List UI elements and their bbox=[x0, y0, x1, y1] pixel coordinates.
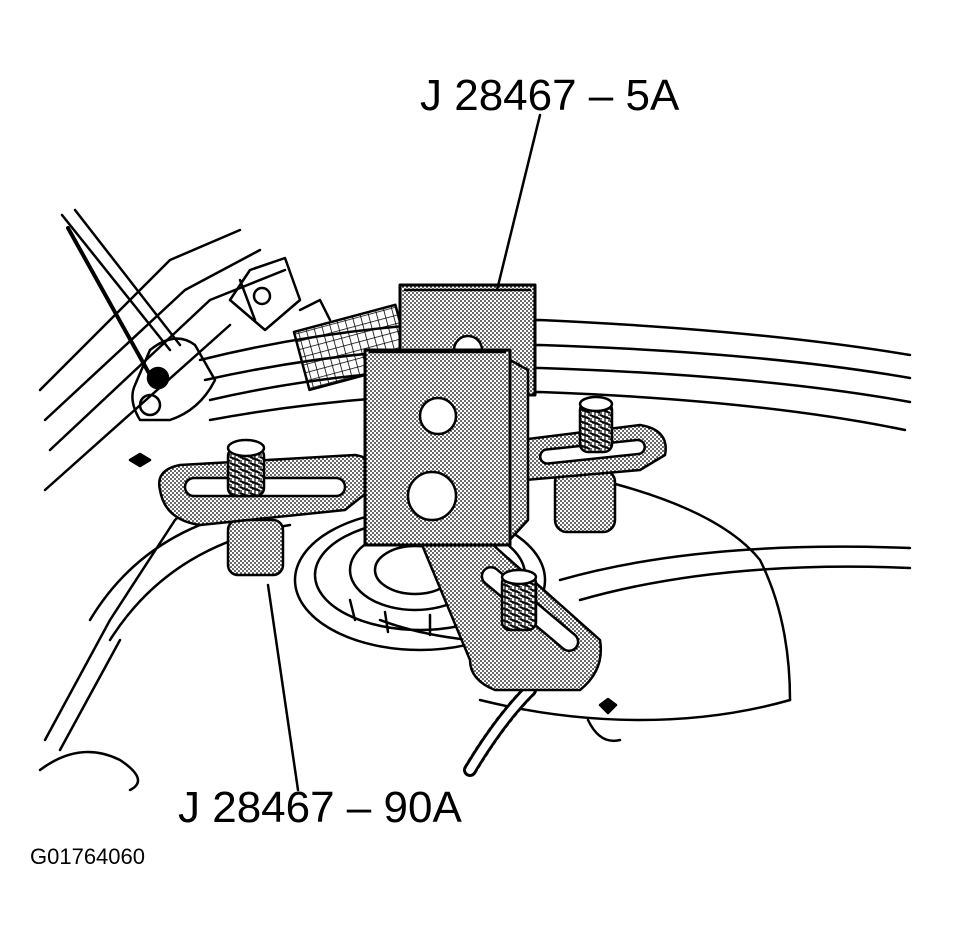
coil-hose bbox=[463, 683, 622, 777]
strut-tower-dome bbox=[88, 478, 912, 722]
figure-id: G01764060 bbox=[30, 844, 145, 869]
tool-arm-right bbox=[514, 395, 667, 534]
callout-bottom-tool: J 28467 – 90A bbox=[178, 783, 462, 832]
callout-top-tool: J 28467 – 5A bbox=[420, 71, 680, 120]
tool-arm-lower bbox=[418, 518, 603, 692]
tool-plate-assembly bbox=[363, 283, 537, 547]
leader-lines bbox=[266, 113, 542, 792]
body-panel-lines bbox=[38, 208, 287, 792]
leader-line-top bbox=[495, 113, 542, 292]
leader-line-bottom bbox=[266, 583, 300, 792]
tower-rails bbox=[198, 318, 912, 432]
cable-clip bbox=[66, 226, 217, 468]
tool-arm-left bbox=[157, 438, 377, 577]
